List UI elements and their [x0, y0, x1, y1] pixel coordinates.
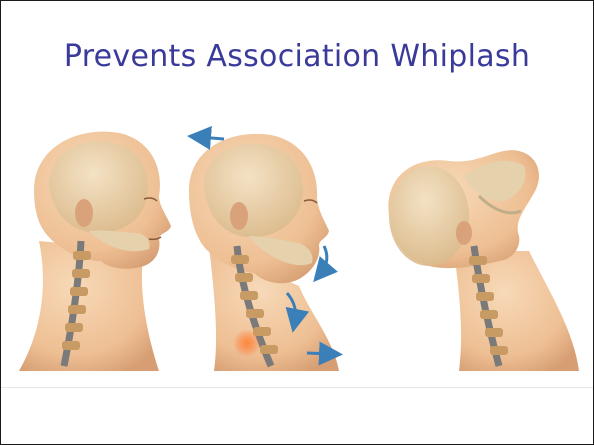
flexion-head-panel [189, 134, 339, 371]
extension-head-panel [388, 150, 579, 371]
neutral-head-panel [19, 132, 171, 371]
whiplash-illustration [9, 121, 587, 386]
divider [1, 387, 593, 388]
slide-title: Prevents Association Whiplash [1, 39, 593, 74]
